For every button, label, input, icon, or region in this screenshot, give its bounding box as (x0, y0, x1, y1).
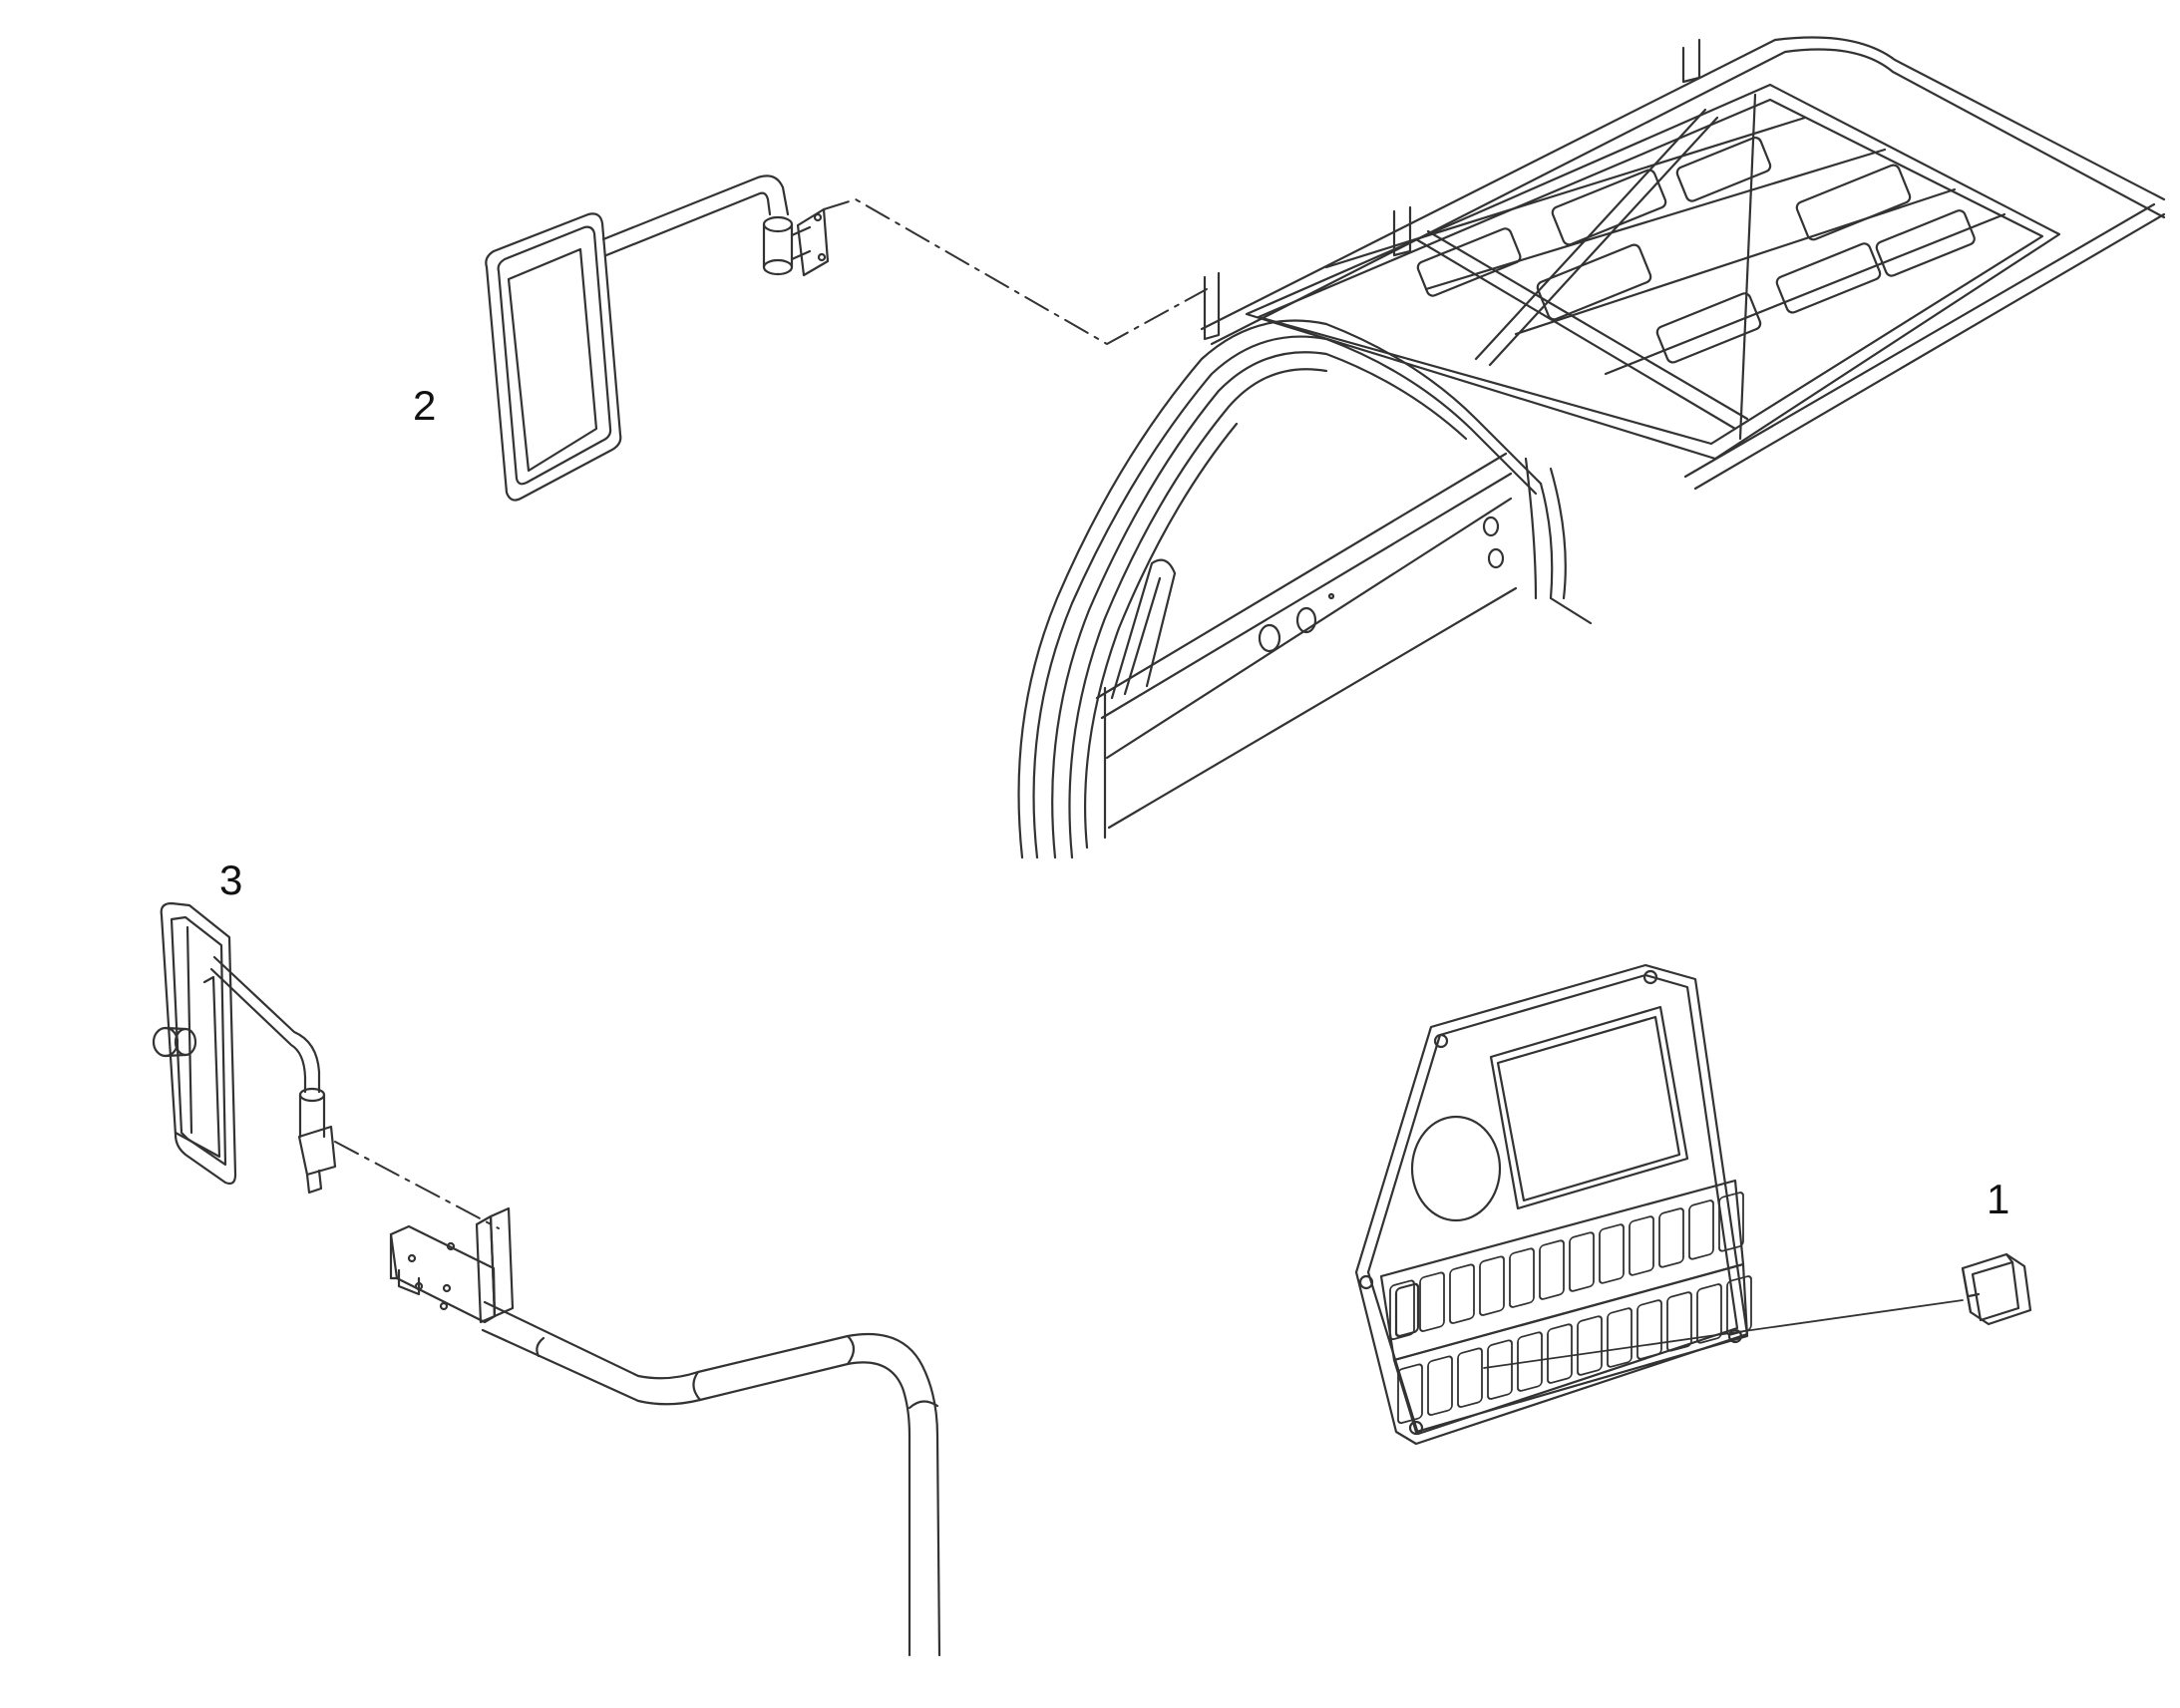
mirror-3-leader (334, 1141, 500, 1229)
mirror-2-assembly (485, 174, 830, 502)
switch-panel (1354, 963, 1749, 1446)
cab-frame (1017, 36, 2166, 859)
rocker-switch-part-1 (1961, 1252, 2032, 1326)
mirror-3-assembly (152, 901, 337, 1195)
callout-part-3: 3 (219, 856, 243, 903)
mirror-2-leader (823, 198, 1208, 345)
callout-part-1: 1 (1987, 1176, 2010, 1222)
switch-row-top (1394, 1282, 1420, 1338)
callout-part-2: 2 (413, 382, 437, 429)
switch-rocker-grid (1389, 1192, 1752, 1425)
mirror-mount-tube (389, 1206, 941, 1657)
part-1-leader (1483, 1299, 1964, 1369)
